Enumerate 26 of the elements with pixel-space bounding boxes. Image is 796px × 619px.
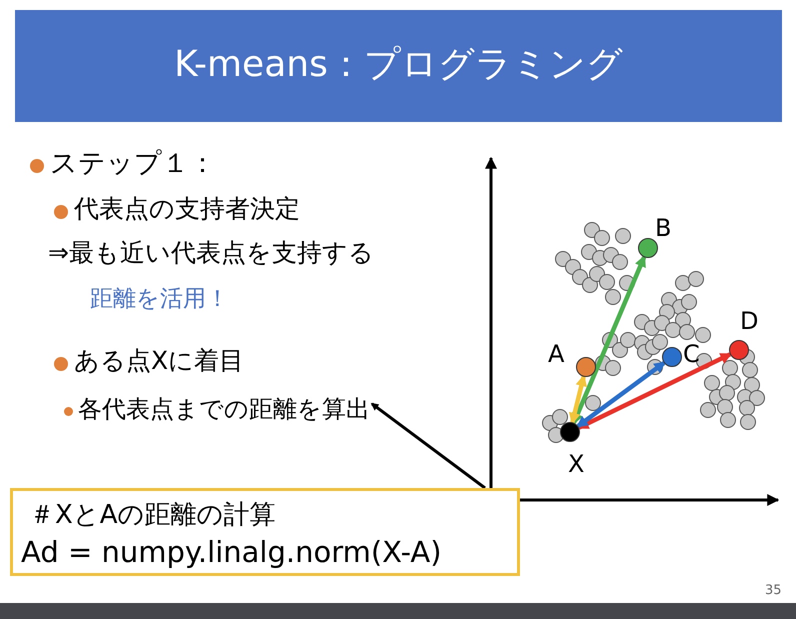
- centroid-point: [729, 340, 749, 360]
- centroid-point: [576, 357, 596, 377]
- point-label: X: [568, 450, 584, 478]
- centroid-point: [638, 238, 658, 258]
- point-label: A: [548, 340, 564, 368]
- arrow: [576, 361, 666, 428]
- point-label: C: [683, 340, 700, 368]
- code-comment: ＃XとAの距離の計算: [29, 499, 276, 532]
- slide-title: K-means：プログラミング: [173, 43, 624, 87]
- highlight-note: 距離を活用！: [90, 285, 229, 314]
- point-label: B: [655, 214, 672, 242]
- page-number: 35: [765, 583, 782, 598]
- bullet-text: ある点Xに着目: [74, 345, 244, 377]
- code-box: [10, 488, 520, 576]
- centroid-point: [662, 347, 682, 367]
- bullet-text: 各代表点までの距離を算出: [78, 393, 370, 429]
- bullet-text: 代表点の支持者決定: [74, 193, 300, 225]
- query-point: [560, 422, 580, 442]
- arrow-note: ⇒最も近い代表点を支持する: [48, 237, 374, 269]
- arrow: [572, 255, 646, 425]
- arrow: [370, 402, 486, 490]
- arrow: [568, 374, 588, 425]
- code-line: Ad = numpy.linalg.norm(X-A): [21, 535, 442, 569]
- arrow: [576, 352, 732, 430]
- point-label: D: [740, 307, 758, 335]
- bullet-text: ステップ１：: [50, 147, 216, 181]
